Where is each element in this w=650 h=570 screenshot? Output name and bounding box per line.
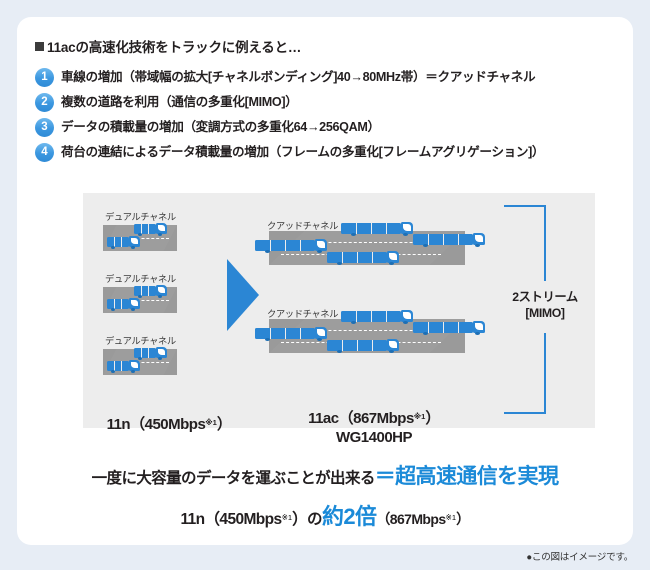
list-number-badge: 4 xyxy=(35,143,54,162)
lane-divider xyxy=(293,242,453,243)
road-quad-2 xyxy=(255,310,485,354)
truck-icon xyxy=(134,285,169,298)
truck-icon xyxy=(413,233,487,248)
truck-icon xyxy=(255,327,329,342)
lane-divider xyxy=(117,362,169,363)
right-caption-tail: ） xyxy=(425,410,440,427)
summary-line-2-suffix-close: ） xyxy=(456,511,470,527)
list-item-label: データの積載量の増加（変調方式の多重化64→256QAM） xyxy=(61,120,380,134)
dual-channel-label-1: デュアルチャネル xyxy=(105,212,176,222)
summary-line-2-prefix: 11n（450Mbps xyxy=(180,511,282,528)
road-dual-3 xyxy=(103,347,177,375)
lane-divider xyxy=(117,300,169,301)
truck-icon xyxy=(341,310,415,325)
mimo-label-line2: [MIMO] xyxy=(525,306,565,320)
left-caption-text: 11n（450Mbps xyxy=(106,416,206,433)
list-item: 1 車線の増加（帯域幅の拡大[チャネルボンディング]40→80MHz帯）＝クアッ… xyxy=(35,65,615,90)
left-caption: 11n（450Mbps※1） xyxy=(79,413,259,434)
road-quad-1 xyxy=(255,222,485,266)
truck-icon xyxy=(341,222,415,237)
road-dual-1 xyxy=(103,223,177,251)
truck-icon xyxy=(107,360,142,373)
truck-icon xyxy=(134,347,169,360)
summary-line-2-note: ※1 xyxy=(281,513,293,522)
left-caption-tail: ） xyxy=(216,416,232,433)
left-caption-note: ※1 xyxy=(205,418,217,427)
dual-channel-label-2: デュアルチャネル xyxy=(105,274,176,284)
truck-icon xyxy=(413,321,487,336)
truck-icon xyxy=(327,339,401,354)
list-number-badge: 3 xyxy=(35,118,54,137)
quad-channel-label-2: クアッドチャネル xyxy=(267,309,339,319)
list-item: 3 データの積載量の増加（変調方式の多重化64→256QAM） xyxy=(35,115,615,140)
lane-divider xyxy=(293,330,453,331)
mimo-label-line1: 2ストリーム xyxy=(512,290,578,304)
diagram-panel: デュアルチャネル デュアルチャネル xyxy=(83,193,595,428)
summary-line-1-plain: 一度に大容量のデータを運ぶことが出来る xyxy=(91,470,376,487)
road-dual-2 xyxy=(103,285,177,313)
quad-channel-label-1: クアッドチャネル xyxy=(267,221,339,231)
summary-line-2-note2: ※1 xyxy=(445,513,457,522)
mimo-label: 2ストリーム [MIMO] xyxy=(495,289,595,321)
page-title-text: 11acの高速化技術をトラックに例えると… xyxy=(47,40,302,55)
footnote: ●この図はイメージです。 xyxy=(526,552,633,563)
list-number-badge: 1 xyxy=(35,68,54,87)
summary-line-2-highlight: 約2倍 xyxy=(321,504,377,529)
truck-icon xyxy=(107,298,142,311)
list-number-badge: 2 xyxy=(35,93,54,112)
truck-icon xyxy=(134,223,169,236)
right-caption-text: 11ac（867Mbps xyxy=(308,410,414,427)
right-caption-note: ※1 xyxy=(413,412,426,421)
lane-divider xyxy=(117,238,169,239)
summary-line-2-suffix-open: （867Mbps xyxy=(376,511,446,527)
list-item-label: 荷台の連結によるデータ積載量の増加（フレームの多重化[フレームアグリゲーション]… xyxy=(61,145,545,159)
list-item-label: 複数の道路を利用（通信の多重化[MIMO]） xyxy=(61,95,298,109)
summary-line-1-highlight: ＝超高速通信を実現 xyxy=(374,465,559,488)
summary-line-2-mid: ）の xyxy=(292,511,322,528)
right-caption: 11ac（867Mbps※1） WG1400HP xyxy=(269,407,479,447)
right-arrow-icon xyxy=(227,259,259,331)
truck-icon xyxy=(255,239,329,254)
truck-icon xyxy=(327,251,401,266)
dual-channel-label-3: デュアルチャネル xyxy=(105,336,176,346)
truck-icon xyxy=(107,236,142,249)
feature-list: 1 車線の増加（帯域幅の拡大[チャネルボンディング]40→80MHz帯）＝クアッ… xyxy=(35,65,615,165)
right-caption-model: WG1400HP xyxy=(335,429,413,446)
summary-line-2: 11n（450Mbps※1）の約2倍（867Mbps※1） xyxy=(17,499,633,531)
list-item: 2 複数の道路を利用（通信の多重化[MIMO]） xyxy=(35,90,615,115)
square-bullet-icon xyxy=(35,42,44,51)
summary-line-1: 一度に大容量のデータを運ぶことが出来る＝超高速通信を実現 xyxy=(17,460,633,490)
list-item: 4 荷台の連結によるデータ積載量の増加（フレームの多重化[フレームアグリゲーショ… xyxy=(35,140,615,165)
list-item-label: 車線の増加（帯域幅の拡大[チャネルボンディング]40→80MHz帯）＝クアッドチ… xyxy=(61,70,536,84)
content-card: 11acの高速化技術をトラックに例えると… 1 車線の増加（帯域幅の拡大[チャネ… xyxy=(17,17,633,545)
page-title: 11acの高速化技術をトラックに例えると… xyxy=(35,36,301,56)
